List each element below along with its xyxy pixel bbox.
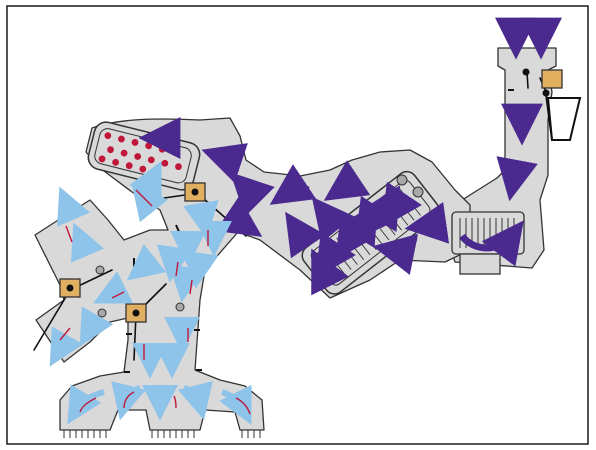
- hvac-airflow-diagram: [0, 0, 596, 450]
- diagram-canvas: [0, 0, 596, 450]
